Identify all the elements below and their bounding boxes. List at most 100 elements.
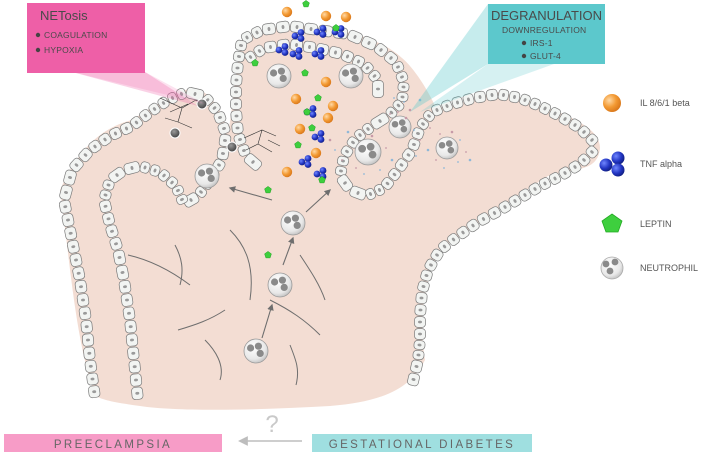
trophoblast-cell [237, 144, 251, 157]
trophoblast-cell [125, 333, 139, 347]
trophoblast-cell [182, 192, 200, 208]
trophoblast-cell [139, 109, 152, 122]
granule [443, 167, 445, 169]
tnf-cytokine [311, 47, 325, 60]
neutrophil-icon [600, 256, 624, 280]
trophoblast-cell [370, 112, 390, 130]
trophoblast-cell [396, 92, 409, 102]
trophoblast-cell [381, 177, 394, 190]
trophoblast-cell [66, 239, 80, 254]
trophoblast-cell [411, 127, 425, 140]
trophoblast-cell [424, 258, 438, 272]
il-cytokine [320, 76, 332, 88]
neutrophil [280, 210, 306, 236]
trophoblast-cell [195, 186, 207, 198]
trophoblast-cell [167, 91, 178, 105]
bullet-icon [521, 40, 527, 46]
granule [389, 113, 391, 115]
trophoblast-cell [395, 71, 409, 83]
trophoblast-cell [384, 51, 398, 65]
trophoblast-cell [487, 206, 502, 220]
granule [385, 147, 387, 149]
trophoblast-cell [519, 93, 531, 107]
leptin-molecule [332, 24, 340, 32]
leptin-molecule [308, 124, 316, 132]
trophoblast-cell [349, 185, 367, 201]
trophoblast-cell [548, 172, 562, 185]
degranulation-box [488, 4, 605, 64]
trophoblast-cell [78, 147, 93, 163]
tnf-cytokine [313, 25, 327, 38]
trophoblast-cell [394, 158, 409, 172]
bullet-icon [521, 53, 527, 59]
trophoblast-cell [414, 328, 426, 340]
leptin-molecule [264, 186, 272, 194]
trophoblast-cell [577, 125, 591, 139]
trophoblast-cell [102, 179, 115, 191]
tnf-cytokine [275, 43, 289, 56]
preeclampsia-label: PREECLAMPSIA [54, 439, 172, 451]
granule [415, 155, 417, 157]
trophoblast-cell [498, 200, 512, 214]
trophoblast-cell [72, 266, 86, 281]
trophoblast-cell [585, 145, 599, 159]
trophoblast-cell [420, 269, 433, 282]
trophoblast-cell [441, 99, 453, 113]
granule [468, 158, 472, 162]
trophoblast-cell [456, 225, 470, 240]
legend-item-leptin: LEPTIN [601, 213, 672, 233]
granule [408, 108, 412, 112]
trophoblast-cell [415, 292, 428, 304]
orange-sphere-icon [603, 94, 621, 112]
neutrophil [388, 115, 412, 139]
trophoblast-cell [451, 96, 464, 109]
trophoblast-cell [585, 133, 599, 147]
netosis-item-2: HYPOXIA [44, 45, 83, 55]
granule [426, 148, 430, 152]
trophoblast-cell [518, 188, 532, 202]
trophoblast-cell [346, 136, 360, 149]
netosis-box [27, 3, 145, 73]
tnf-cytokine [289, 47, 303, 60]
leptin-molecule [264, 251, 272, 259]
trophoblast-cell [105, 224, 119, 239]
trophoblast-cell [99, 189, 112, 201]
trophoblast-cell [347, 29, 363, 45]
trophoblast-cell [391, 61, 405, 73]
trophoblast-cell [231, 62, 244, 74]
tnf-cytokine [291, 29, 305, 42]
trophoblast-cell [341, 50, 354, 63]
trophoblast-cell [485, 88, 499, 102]
granule [370, 134, 374, 138]
trophoblast-cell [473, 90, 487, 104]
granule [418, 98, 422, 102]
trophoblast-cell [69, 157, 84, 173]
trophoblast-cell [120, 293, 134, 307]
neutrophil [266, 63, 292, 89]
trophoblast-cell [407, 138, 421, 151]
trophoblast-cell [328, 46, 343, 59]
trophoblast-cell [361, 35, 377, 51]
trophoblast-cell [216, 146, 230, 161]
trophoblast-cell [263, 40, 278, 54]
trophoblast-cell [175, 194, 189, 205]
legend-label-tnf: TNF alpha [640, 159, 682, 169]
granule [404, 116, 408, 120]
neutrophil [194, 163, 220, 189]
trophoblast-cell [139, 161, 151, 174]
trophoblast-cell [124, 320, 137, 334]
trophoblast-cell [69, 253, 83, 267]
placental-tissue [60, 25, 600, 410]
trophoblast-cell [430, 248, 444, 262]
cytokine-particles [251, 0, 352, 259]
trophoblast-cell [64, 226, 78, 241]
leptin-molecule [294, 141, 302, 149]
granule [328, 138, 332, 142]
trophoblast-cell [244, 50, 257, 64]
trophoblast-cell [230, 110, 243, 122]
question-mark: ? [265, 411, 278, 438]
trophoblast-cell [417, 280, 430, 293]
trophoblast-cell [392, 99, 405, 112]
trophoblast-cell [63, 169, 77, 186]
il-cytokine [322, 112, 334, 124]
